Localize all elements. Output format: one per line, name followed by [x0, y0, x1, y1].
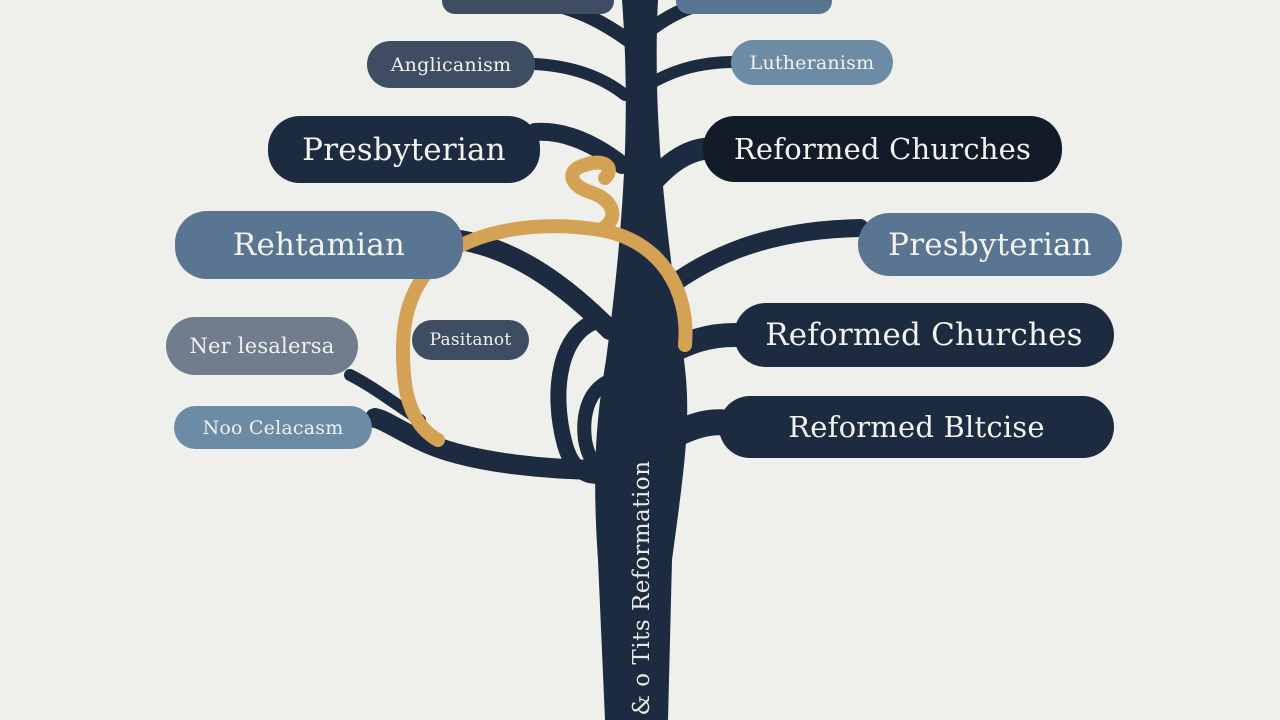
node-presbyterian-right: Presbyterian	[858, 213, 1122, 276]
node-lutheranism-top-label: Lutheranism	[749, 51, 875, 74]
node-reformed-churches-top-label: Reformed Churches	[733, 132, 1032, 166]
branch-lutheranism-top	[634, 56, 741, 96]
node-presbyterian-left-label: Presbyterian	[302, 131, 506, 168]
node-reformed-baptist: Reformed Bltcise	[719, 396, 1114, 458]
node-neo-lutheran-label: Ner lesalersa	[189, 334, 335, 358]
node-neo-lutheran: Ner lesalersa	[166, 317, 358, 375]
node-presbyterian-right-label: Presbyterian	[888, 226, 1092, 263]
node-top-left	[442, 0, 614, 14]
node-reformed-churches-mid-label: Reformed Churches	[765, 317, 1083, 353]
trunk-label: & o Tits Reformation	[629, 460, 655, 716]
node-top-right	[676, 0, 832, 14]
node-anglicanism-label: Anglicanism	[390, 53, 512, 76]
node-reformed-churches-top: Reformed Churches	[703, 116, 1062, 182]
node-neo-calvinism-label: Noo Celacasm	[202, 416, 344, 439]
node-presbyterian-left: Presbyterian	[268, 116, 540, 183]
node-reformed-churches-mid: Reformed Churches	[734, 303, 1114, 367]
node-anglicanism: Anglicanism	[367, 41, 535, 88]
node-puritanism-label: Pasitanot	[429, 330, 512, 350]
node-methodist: Rehtamian	[175, 211, 463, 279]
branch-presbyterian-left	[526, 122, 631, 174]
trunk	[595, 0, 688, 720]
node-lutheranism-top: Lutheranism	[731, 40, 893, 85]
branch-reformed-mid	[643, 323, 747, 372]
branch-anglicanism	[529, 58, 631, 101]
branch-lower-left	[365, 408, 615, 480]
node-neo-calvinism: Noo Celacasm	[174, 406, 372, 449]
node-reformed-baptist-label: Reformed Bltcise	[788, 410, 1045, 444]
node-methodist-label: Rehtamian	[232, 227, 406, 263]
node-puritanism: Pasitanot	[412, 320, 529, 360]
